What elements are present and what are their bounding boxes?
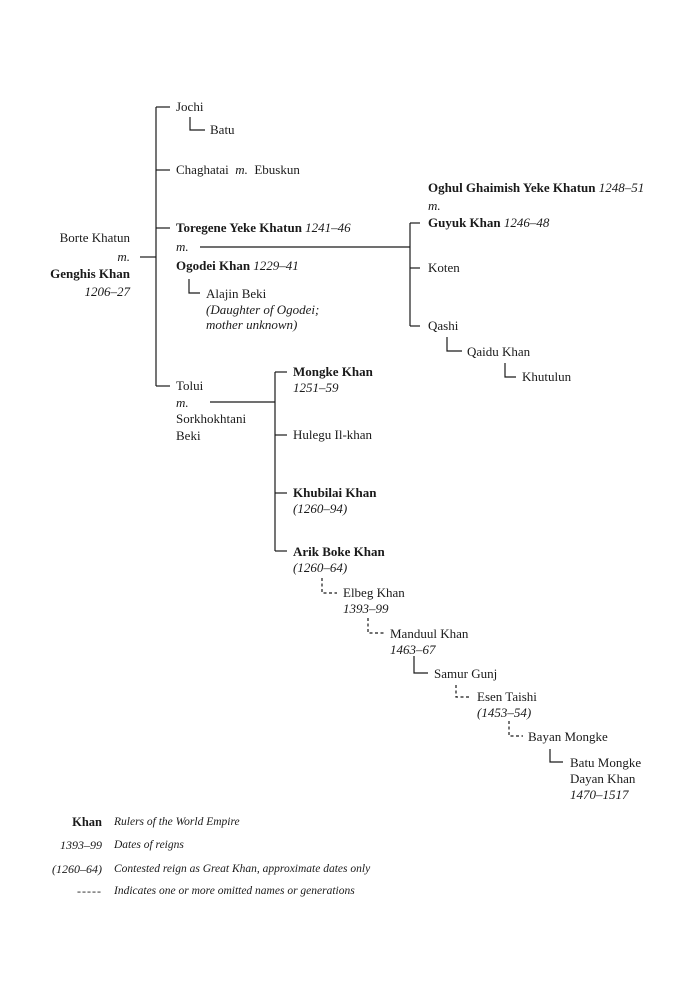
guyuk-khan-label: Guyuk Khan 1246–48 bbox=[428, 215, 549, 231]
samur-gunj-label: Samur Gunj bbox=[434, 666, 498, 681]
connector-manduul-dashed bbox=[367, 618, 384, 634]
mongke-khan-dates: 1251–59 bbox=[293, 380, 339, 395]
esen-taishi-dates: (1453–54) bbox=[477, 705, 532, 720]
connector-bayan-dashed bbox=[508, 721, 523, 737]
khubilai-khan-dates: (1260–94) bbox=[293, 501, 348, 516]
guyuk-marriage-mark: m. bbox=[428, 198, 441, 213]
arik-boke-khan-dates: (1260–64) bbox=[293, 560, 348, 575]
legend-key-reign-dates: 1393–99 bbox=[60, 838, 102, 852]
genghis-khan-label: Genghis Khan bbox=[50, 266, 130, 281]
arik-boke-khan-label: Arik Boke Khan bbox=[293, 544, 385, 559]
founder-marriage-mark: m. bbox=[117, 249, 130, 264]
ogodei-name: Ogodei Khan bbox=[176, 258, 251, 273]
tolui-marriage-mark: m. bbox=[176, 395, 189, 410]
toregene-name: Toregene Yeke Khatun bbox=[176, 220, 302, 235]
toregene-dates: 1241–46 bbox=[305, 220, 351, 235]
tolui-label: Tolui bbox=[176, 378, 204, 393]
connector-qaidu bbox=[446, 337, 462, 352]
alajin-label: Alajin Beki bbox=[206, 286, 267, 301]
alajin-note-line2: mother unknown) bbox=[206, 317, 298, 332]
batu-mongke-dates: 1470–1517 bbox=[570, 787, 629, 802]
esen-taishi-label: Esen Taishi bbox=[477, 689, 537, 704]
legend-desc-reign-dates: Dates of reigns bbox=[114, 839, 184, 851]
connector-esen-dashed bbox=[455, 685, 471, 698]
khutulun-label: Khutulun bbox=[522, 369, 572, 384]
oghul-ghaimish-dates: 1248–51 bbox=[598, 180, 645, 195]
connector-elbeg-dashed bbox=[321, 578, 337, 594]
sorkhokhtani-label-line1: Sorkhokhtani bbox=[176, 411, 247, 426]
mongke-khan-label: Mongke Khan bbox=[293, 364, 373, 379]
connector-samur bbox=[413, 656, 428, 674]
legend-desc-dashed: Indicates one or more omitted names or g… bbox=[114, 885, 355, 897]
oghul-ghaimish-label: Oghul Ghaimish Yeke Khatun 1248–51 bbox=[428, 180, 644, 196]
genghis-khan-dates: 1206–27 bbox=[84, 284, 131, 299]
batu-mongke-label-line2: Dayan Khan bbox=[570, 771, 636, 786]
connector-batu-mongke bbox=[549, 749, 563, 763]
qaidu-khan-label: Qaidu Khan bbox=[467, 344, 531, 359]
legend-desc-contested: Contested reign as Great Khan, approxima… bbox=[114, 863, 371, 875]
manduul-khan-dates: 1463–67 bbox=[390, 642, 436, 657]
borte-khatun-label: Borte Khatun bbox=[59, 230, 130, 245]
legend-key-khan: Khan bbox=[72, 815, 102, 829]
connector-batu bbox=[189, 117, 205, 131]
jochi-label: Jochi bbox=[176, 99, 204, 114]
ogodei-dates: 1229–41 bbox=[253, 258, 299, 273]
bayan-mongke-label: Bayan Mongke bbox=[528, 729, 608, 744]
connector-alajin bbox=[188, 279, 200, 294]
hulegu-label: Hulegu Il-khan bbox=[293, 427, 373, 442]
ogodei-label: Ogodei Khan 1229–41 bbox=[176, 258, 299, 274]
ebuskun-name: Ebuskun bbox=[254, 162, 300, 177]
alajin-note-line1: (Daughter of Ogodei; bbox=[206, 302, 320, 317]
qashi-label: Qashi bbox=[428, 318, 459, 333]
ogodei-marriage-mark: m. bbox=[176, 239, 189, 254]
batu-label: Batu bbox=[210, 122, 235, 137]
legend-key-contested: (1260–64) bbox=[52, 862, 102, 876]
legend-key-dashed: ----- bbox=[77, 884, 102, 898]
guyuk-khan-dates: 1246–48 bbox=[503, 215, 550, 230]
legend-desc-khan: Rulers of the World Empire bbox=[114, 816, 240, 828]
koten-label: Koten bbox=[428, 260, 460, 275]
guyuk-khan-name: Guyuk Khan bbox=[428, 215, 501, 230]
sorkhokhtani-label-line2: Beki bbox=[176, 428, 201, 443]
khubilai-khan-label: Khubilai Khan bbox=[293, 485, 377, 500]
elbeg-khan-label: Elbeg Khan bbox=[343, 585, 405, 600]
batu-mongke-label-line1: Batu Mongke bbox=[570, 755, 642, 770]
connector-khutulun bbox=[504, 363, 516, 378]
chaghatai-label: Chaghatai m. Ebuskun bbox=[176, 162, 300, 178]
elbeg-khan-dates: 1393–99 bbox=[343, 601, 389, 616]
manduul-khan-label: Manduul Khan bbox=[390, 626, 469, 641]
chaghatai-marriage-mark: m. bbox=[235, 162, 248, 177]
toregene-label: Toregene Yeke Khatun 1241–46 bbox=[176, 220, 351, 236]
oghul-ghaimish-name: Oghul Ghaimish Yeke Khatun bbox=[428, 180, 596, 195]
chaghatai-name: Chaghatai bbox=[176, 162, 229, 177]
